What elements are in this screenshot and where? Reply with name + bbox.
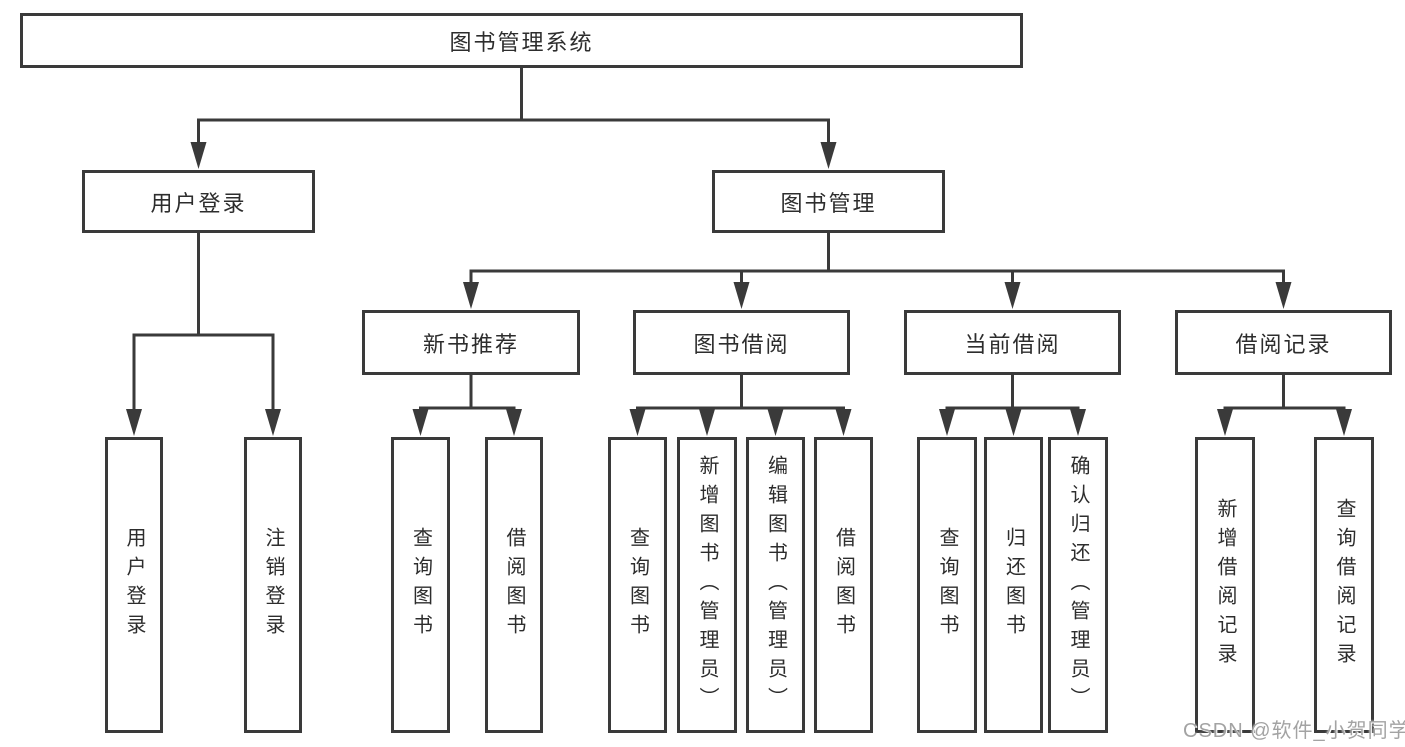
- leaf-return-books: 归还图书: [984, 437, 1043, 733]
- leaf-label: 编辑图书（管理员）: [764, 454, 787, 716]
- node-current-borrowing: 当前借阅: [904, 310, 1121, 375]
- node-label: 图书借阅: [693, 331, 790, 357]
- node-label: 图书管理: [780, 190, 877, 216]
- leaf-label: 新增图书（管理员）: [696, 454, 718, 716]
- leaf-edit-books-admin: 编辑图书（管理员）: [746, 437, 805, 733]
- leaf-borrow-books-recommend: 借阅图书: [485, 437, 543, 733]
- leaf-label: 借阅图书: [832, 527, 855, 643]
- node-book-borrowing: 图书借阅: [633, 310, 850, 375]
- node-label: 图书管理系统: [449, 29, 594, 55]
- leaf-label: 用户登录: [123, 527, 145, 643]
- leaf-query-books-recommend: 查询图书: [391, 437, 450, 733]
- leaf-label: 归还图书: [1002, 527, 1025, 643]
- leaf-add-books-admin: 新增图书（管理员）: [677, 437, 737, 733]
- node-library-management-system: 图书管理系统: [20, 13, 1023, 68]
- leaf-query-books-borrowing: 查询图书: [608, 437, 667, 733]
- node-label: 用户登录: [150, 190, 247, 216]
- leaf-label: 查询借阅记录: [1333, 498, 1355, 672]
- leaf-borrow-books: 借阅图书: [814, 437, 873, 733]
- leaf-label: 注销登录: [262, 527, 284, 643]
- leaf-label: 确认归还（管理员）: [1067, 454, 1089, 716]
- node-label: 借阅记录: [1235, 331, 1332, 357]
- leaf-label: 查询图书: [409, 527, 432, 643]
- leaf-label: 查询图书: [936, 527, 958, 643]
- leaf-confirm-return-admin: 确认归还（管理员）: [1048, 437, 1108, 733]
- node-new-book-recommend: 新书推荐: [362, 310, 580, 375]
- watermark: CSDN @软件_小贺同学: [1183, 720, 1405, 742]
- node-label: 新书推荐: [422, 331, 519, 357]
- leaf-label: 借阅图书: [503, 527, 525, 643]
- leaf-query-borrow-record: 查询借阅记录: [1314, 437, 1374, 733]
- leaf-label: 查询图书: [626, 527, 649, 643]
- leaf-add-borrow-record: 新增借阅记录: [1195, 437, 1255, 733]
- node-user-login: 用户登录: [82, 170, 315, 233]
- leaf-label: 新增借阅记录: [1214, 498, 1236, 672]
- node-label: 当前借阅: [964, 331, 1061, 357]
- node-book-management: 图书管理: [712, 170, 945, 233]
- leaf-logout: 注销登录: [244, 437, 302, 733]
- leaf-query-books-current: 查询图书: [917, 437, 977, 733]
- leaf-user-login: 用户登录: [105, 437, 163, 733]
- node-borrowing-records: 借阅记录: [1175, 310, 1392, 375]
